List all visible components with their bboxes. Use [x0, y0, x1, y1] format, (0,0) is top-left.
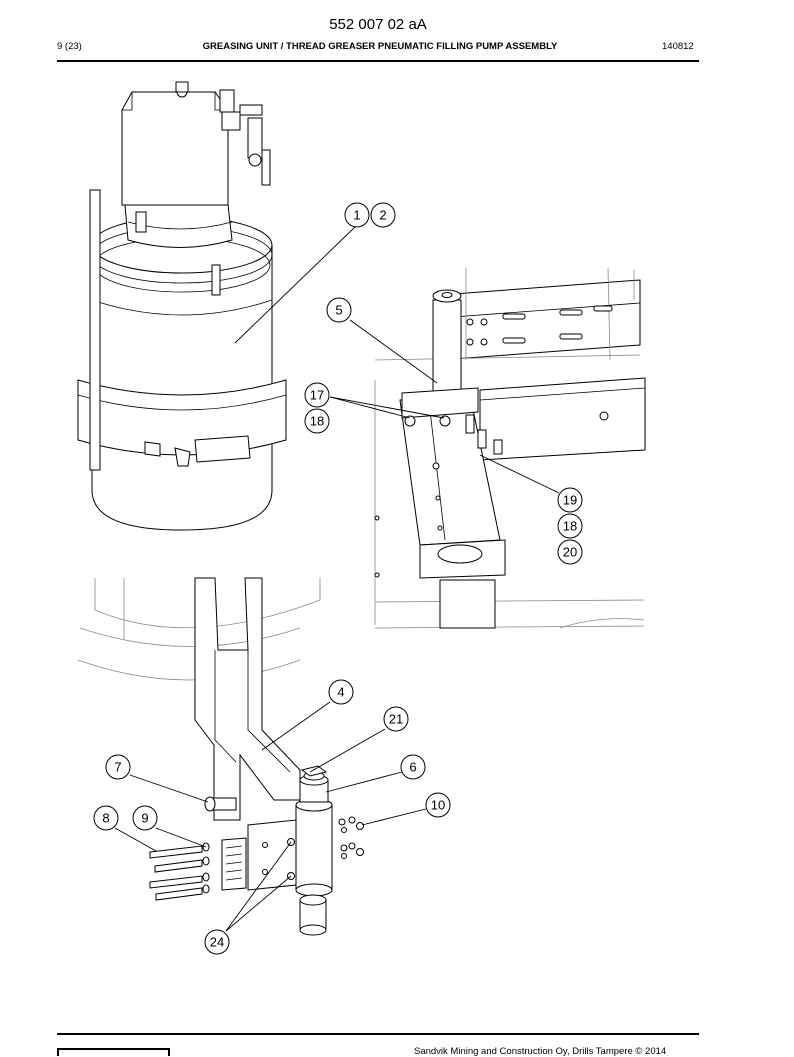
callout-4: 4: [328, 679, 354, 705]
footer-copyright: Sandvik Mining and Construction Oy, Dril…: [414, 1046, 667, 1057]
callout-9: 9: [132, 805, 158, 831]
arm-bracket-assembly: [77, 577, 364, 936]
header-rule: [57, 60, 699, 62]
leader-lines: [114, 225, 560, 932]
callout-17: 17: [304, 382, 330, 408]
pump-tank-assembly: [77, 81, 287, 531]
svg-text:19: 19: [563, 493, 577, 508]
callout-8: 8: [93, 805, 119, 831]
svg-text:18: 18: [563, 519, 577, 534]
callout-1: 1: [344, 202, 370, 228]
callout-18: 18: [304, 408, 330, 434]
callout-7: 7: [105, 754, 131, 780]
sandvik-logo: [57, 1048, 170, 1056]
callout-5: 5: [326, 297, 352, 323]
svg-text:6: 6: [409, 760, 416, 775]
svg-text:7: 7: [114, 760, 121, 775]
callout-19: 19: [557, 487, 583, 513]
svg-text:10: 10: [431, 798, 445, 813]
svg-text:9: 9: [141, 811, 148, 826]
svg-text:8: 8: [102, 811, 109, 826]
frame-mounting-view: [374, 267, 646, 629]
callout-2: 2: [370, 202, 396, 228]
date-code: 140812: [662, 41, 694, 52]
page-number: 9 (23): [57, 41, 82, 52]
svg-text:17: 17: [310, 388, 324, 403]
svg-text:4: 4: [337, 685, 344, 700]
callout-20: 20: [557, 539, 583, 565]
svg-text:5: 5: [335, 303, 342, 318]
callout-24: 24: [204, 929, 230, 955]
svg-text:24: 24: [210, 935, 224, 950]
callout-10: 10: [425, 792, 451, 818]
callout-6: 6: [400, 754, 426, 780]
svg-text:2: 2: [379, 208, 386, 223]
callout-21: 21: [383, 706, 409, 732]
footer-rule: [57, 1033, 699, 1035]
svg-text:18: 18: [310, 414, 324, 429]
svg-text:1: 1: [353, 208, 360, 223]
document-title: GREASING UNIT / THREAD GREASER PNEUMATIC…: [202, 41, 558, 52]
document-number: 552 007 02 aA: [329, 16, 427, 33]
svg-text:20: 20: [563, 545, 577, 560]
callout-18-second: 18: [557, 513, 583, 539]
svg-text:21: 21: [389, 712, 403, 727]
